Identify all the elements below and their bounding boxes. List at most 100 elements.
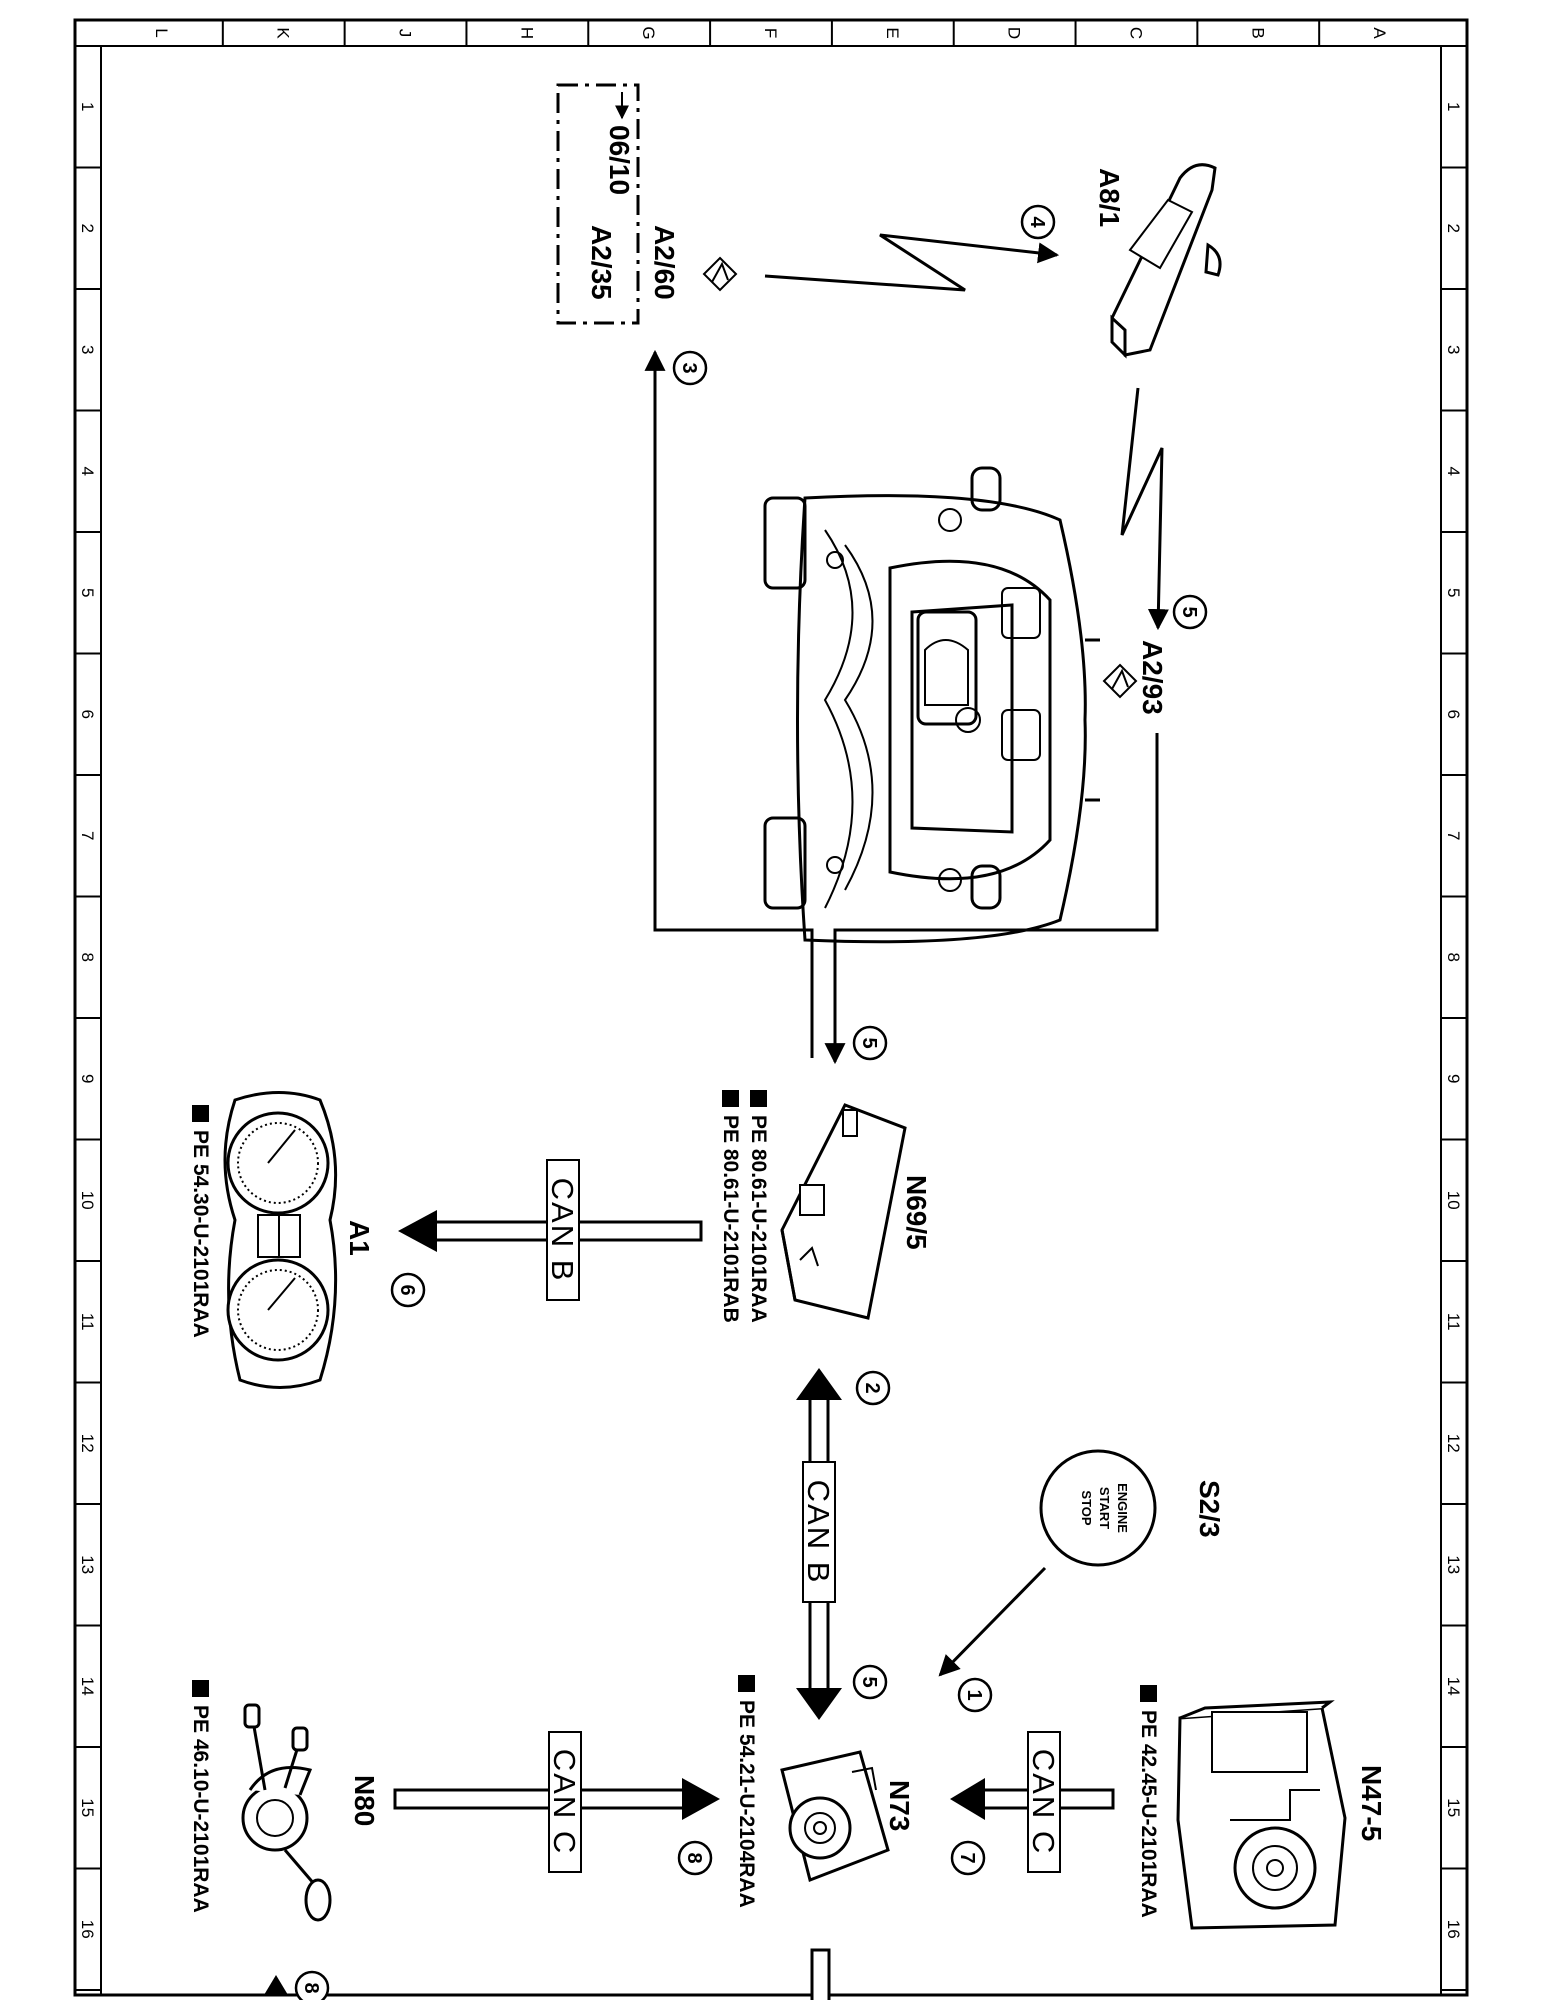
zone-letter-E: E	[883, 27, 902, 38]
zone-letter-B: B	[1248, 27, 1267, 38]
zone-number-left-12: 12	[78, 1434, 97, 1453]
n80-label: N80	[349, 1775, 380, 1826]
wire-n69-5-to-a2-60	[644, 349, 814, 1058]
step-2: 2	[861, 1382, 883, 1393]
step-1: 1	[963, 1689, 985, 1700]
can-b-label-n73: CAN B	[801, 1480, 836, 1585]
zone-number-left-7: 7	[78, 831, 97, 840]
zone-letter-J: J	[396, 29, 415, 38]
steering-column-module-icon	[241, 1703, 332, 1922]
engine-button-line1: ENGINE	[1115, 1483, 1130, 1533]
can-c-bus-n80: CAN C	[393, 1731, 720, 1873]
n69-5-module-icon	[780, 1103, 907, 1320]
signal-s2-3-to-n73	[938, 1566, 1047, 1677]
n47-5-reference: PE 42.45-U-2101RAA	[1137, 1710, 1160, 1918]
n69-5-reference-b: PE 80.61-U-2101RAB	[719, 1115, 742, 1323]
a2-60-antenna-group: 06/10 A2/35 A2/60	[556, 83, 680, 325]
zone-number-right-4: 4	[1444, 467, 1463, 476]
zone-letter-A: A	[1370, 27, 1389, 39]
step-4: 4	[1026, 216, 1048, 228]
zone-number-left-4: 4	[78, 467, 97, 476]
engine-button-line3: STOP	[1079, 1490, 1094, 1525]
zone-number-left-11: 11	[78, 1313, 97, 1331]
zone-number-left-15: 15	[78, 1798, 97, 1817]
n69-5-reference-a: PE 80.61-U-2101RAA	[747, 1115, 770, 1323]
zone-number-left-13: 13	[78, 1555, 97, 1574]
can-c-label-esp: CAN C	[1026, 1749, 1061, 1855]
ignition-switch-icon	[780, 1750, 890, 1883]
zone-grid-ticks	[75, 20, 1467, 1991]
arrow-continuation	[264, 1975, 288, 1995]
pointing-hand-icon	[1140, 1685, 1157, 1702]
engine-start-stop-button-icon: ENGINE START STOP	[1039, 1449, 1157, 1567]
can-b-bus-n73: CAN B	[796, 1368, 842, 1720]
zone-number-right-16: 16	[1444, 1920, 1463, 1939]
zone-number-right-6: 6	[1444, 710, 1463, 719]
n69-5-label: N69/5	[901, 1175, 932, 1250]
vehicle-icon	[763, 466, 1100, 944]
zone-letter-K: K	[274, 27, 293, 39]
zone-number-right-9: 9	[1444, 1074, 1463, 1083]
radio-link-key	[764, 233, 1060, 292]
zone-number-left-5: 5	[78, 588, 97, 597]
step-8-b: 8	[300, 1982, 322, 1993]
zone-number-left-6: 6	[78, 710, 97, 719]
can-c-bus-esp: CAN C	[950, 1731, 1115, 1873]
n80-reference: PE 46.10-U-2101RAA	[189, 1705, 212, 1913]
zone-letter-H: H	[517, 27, 536, 39]
engine-button-line2: START	[1097, 1487, 1112, 1529]
a2-60-diamond-icon	[702, 256, 738, 292]
s2-3-label: S2/3	[1194, 1480, 1225, 1538]
step-5-a: 5	[1178, 606, 1200, 617]
step-8-a: 8	[683, 1852, 705, 1863]
wire-a2-93-to-n69-5	[824, 733, 1159, 1065]
pointing-hand-icon	[722, 1090, 767, 1107]
zone-letter-L: L	[152, 28, 171, 37]
a2-93-diamond-icon	[1102, 663, 1138, 699]
zone-number-right-11: 11	[1444, 1313, 1463, 1331]
zone-number-left-14: 14	[78, 1677, 97, 1696]
zone-number-left-3: 3	[78, 345, 97, 354]
zone-letter-C: C	[1126, 27, 1145, 39]
pointing-hand-icon	[192, 1680, 209, 1697]
can-b-bus-a1: CAN B	[398, 1159, 703, 1301]
a2-60-label: A2/60	[649, 225, 680, 300]
box-note: 06/10	[604, 125, 635, 195]
step-5-c: 5	[858, 1676, 880, 1687]
n73-reference: PE 54.21-U-2104RAA	[735, 1700, 758, 1908]
can-c-label-n80: CAN C	[547, 1749, 582, 1855]
a2-35-label: A2/35	[586, 225, 617, 300]
pointing-hand-icon	[192, 1105, 209, 1122]
a2-93-label: A2/93	[1137, 640, 1168, 715]
zone-letter-F: F	[761, 28, 780, 38]
zone-number-right-10: 10	[1444, 1191, 1463, 1210]
step-markers	[294, 204, 1208, 2000]
zone-number-left-8: 8	[78, 953, 97, 962]
can-b-label-a1: CAN B	[545, 1178, 580, 1283]
zone-number-right-12: 12	[1444, 1434, 1463, 1453]
instrument-cluster-icon	[223, 1091, 338, 1389]
a8-1-label: A8/1	[1094, 168, 1125, 227]
zone-number-left-9: 9	[78, 1074, 97, 1083]
zone-letter-G: G	[639, 26, 658, 39]
a1-label: A1	[344, 1220, 375, 1256]
zone-number-right-8: 8	[1444, 953, 1463, 962]
drawing-frame	[73, 18, 1469, 1997]
zone-number-right-3: 3	[1444, 345, 1463, 354]
pointing-hand-icon	[738, 1675, 755, 1692]
bus-continuation	[810, 1948, 831, 2000]
step-3: 3	[678, 362, 700, 373]
n47-5-label: N47-5	[1356, 1765, 1387, 1841]
n73-label: N73	[884, 1780, 915, 1831]
zone-number-right-5: 5	[1444, 588, 1463, 597]
zone-number-left-2: 2	[78, 224, 97, 233]
zone-number-right-7: 7	[1444, 831, 1463, 840]
esp-control-unit-icon	[1176, 1700, 1347, 1930]
zone-number-left-10: 10	[78, 1191, 97, 1210]
step-7: 7	[956, 1852, 978, 1863]
step-6: 6	[396, 1284, 418, 1295]
a1-reference: PE 54.30-U-2101RAA	[189, 1130, 212, 1338]
